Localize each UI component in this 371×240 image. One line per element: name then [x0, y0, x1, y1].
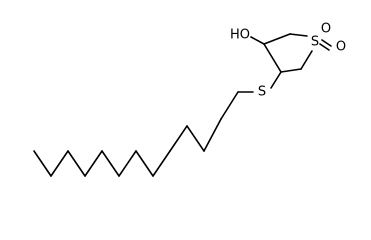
ring-bond-1 — [263, 43, 282, 73]
sulfone-sulfur-label: S — [311, 35, 319, 50]
chain-bond-3 — [67, 150, 86, 177]
hydroxyl-label: HO — [230, 28, 250, 43]
ring-bond-5 — [280, 68, 302, 73]
hydroxyl-bond — [250, 36, 265, 45]
oxo-label-2: O — [336, 40, 346, 55]
chain-bond-1 — [33, 150, 52, 177]
ring-bond-4 — [300, 50, 313, 70]
sulfolane-ring — [263, 33, 313, 73]
chain-bond-4 — [84, 150, 103, 177]
ring-bond-2 — [263, 33, 291, 45]
thioether-ring-bond — [270, 71, 282, 89]
oxo-label-1: O — [321, 22, 331, 37]
ring-bond-3 — [289, 33, 308, 37]
alkyl-chain — [33, 91, 254, 177]
chain-bond-10 — [186, 125, 205, 152]
s-o-double-bond-a — [321, 39, 332, 47]
chain-bond-8 — [152, 150, 171, 177]
chain-bond-12 — [220, 91, 239, 120]
chain-bond-7 — [135, 150, 154, 177]
chain-bond-9 — [169, 125, 188, 152]
chain-bond-5 — [101, 150, 120, 177]
chain-bond-2 — [50, 150, 69, 177]
chain-bond-11 — [203, 118, 222, 152]
s-o-double-bond-b — [319, 43, 330, 51]
chain-bond-6 — [118, 150, 137, 177]
sulfone-oxygens-bonds — [319, 39, 332, 51]
thioether-sulfur-label: S — [258, 85, 266, 100]
structure-diagram: HO S S O O — [33, 22, 346, 177]
